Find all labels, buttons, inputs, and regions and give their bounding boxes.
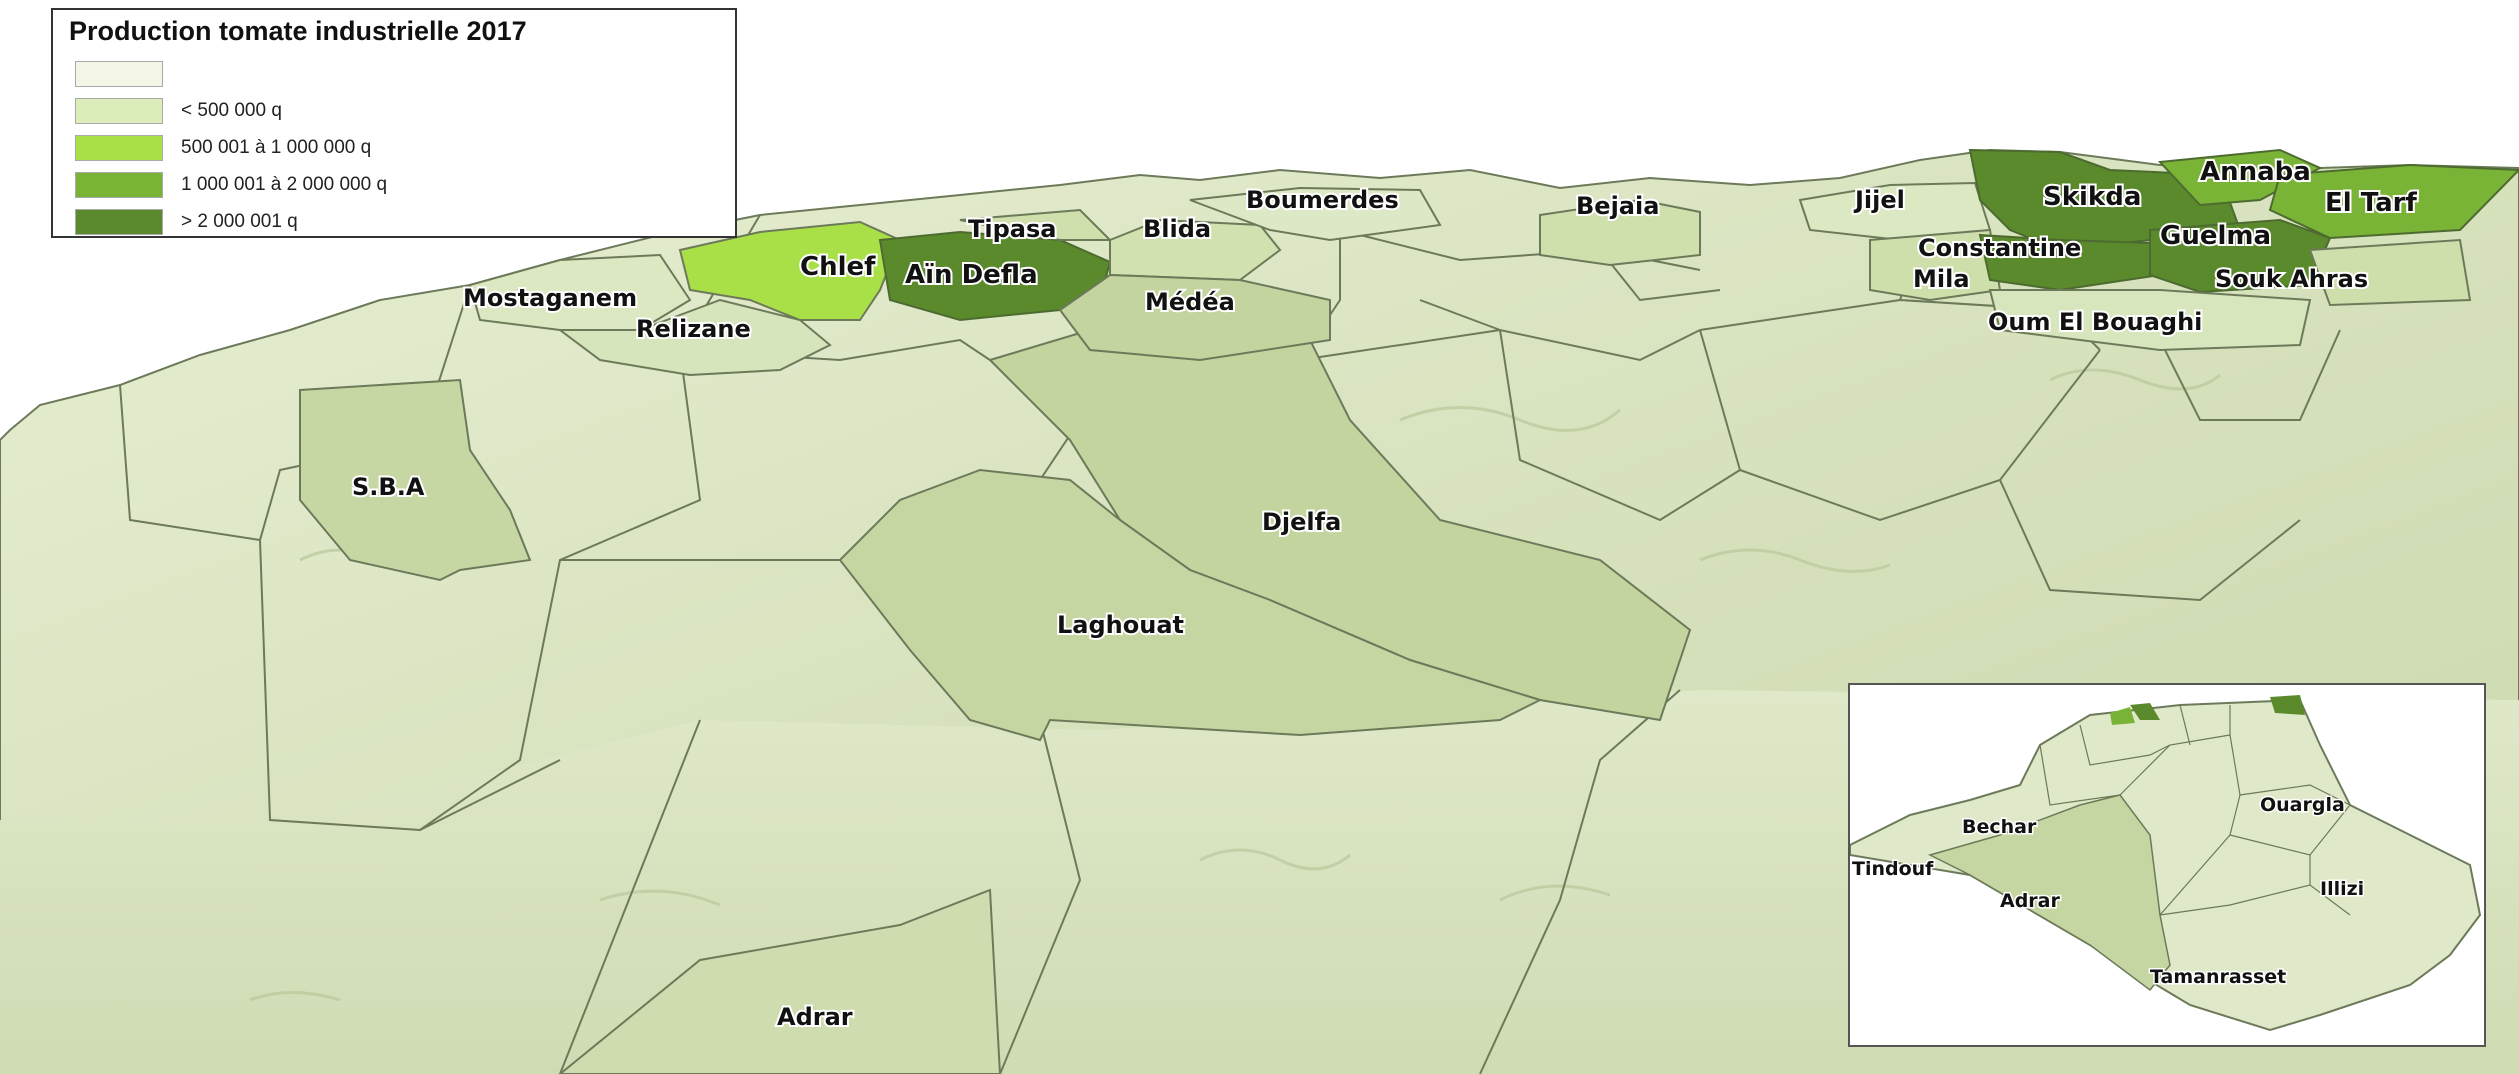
label-oum-el-bouaghi: Oum El Bouaghi [1988,308,2202,336]
region-mostaganem [468,253,692,331]
region-souk-ahras [2308,238,2472,307]
region-laghouat [838,468,1543,742]
region-el-tarf [2268,163,2519,240]
region-bejaia [1539,198,1701,267]
inset-north-dark [2130,703,2160,720]
legend-row [63,55,725,92]
region-adrar-south [558,888,1002,1074]
legend-row: < 500 000 q [63,92,725,129]
legend-swatch [75,208,163,235]
label-bejaia: Bejaia [1576,192,1659,220]
legend-row: > 2 000 001 q [63,203,725,240]
legend-row: 500 001 à 1 000 000 q [63,129,725,166]
inset-label-ouargla: Ouargla [2260,794,2345,816]
label-relizane: Relizane [636,315,751,343]
region-relizane [557,298,832,377]
label-tipasa: Tipasa [968,215,1056,243]
legend-swatch [75,97,163,124]
legend-label: 1 000 001 à 2 000 000 q [181,173,388,195]
label-adrar: Adrar [777,1003,853,1031]
legend-label: > 2 000 001 q [181,210,298,232]
label-guelma: Guelma [2160,221,2271,251]
legend-swatch [75,60,163,87]
inset-label-tindouf: Tindouf [1852,858,1934,880]
label-mila: Mila [1913,265,1970,293]
inset-label-bechar: Bechar [1962,816,2037,838]
label-sba: S.B.A [352,473,425,501]
label-jijel: Jijel [1853,186,1905,214]
label-mostaganem: Mostaganem [463,284,637,312]
inset-label-adrar: Adrar [2000,890,2060,912]
legend-title: Production tomate industrielle 2017 [69,16,527,46]
legend-row: 1 000 001 à 2 000 000 q [63,166,725,203]
legend-swatch [75,171,163,198]
map-legend: Production tomate industrielle 2017 < 50… [51,8,737,238]
label-skikda: Skikda [2043,182,2141,212]
inset-label-tamanrasset: Tamanrasset [2150,966,2286,988]
label-souk-ahras: Souk Ahras [2215,265,2368,293]
legend-swatch [75,134,163,161]
label-boumerdes: Boumerdes [1246,186,1399,214]
label-blida: Blida [1143,215,1211,243]
region-oum-el-bouaghi [1988,289,2312,352]
label-djelfa: Djelfa [1262,508,1341,536]
legend-label: < 500 000 q [181,99,282,121]
label-medea: Médéa [1145,288,1235,316]
region-sba [299,378,532,582]
region-medea [1058,273,1331,362]
region-labels: Chlef Aïn Defla Tipasa Blida Boumerdes B… [350,155,2419,1033]
label-ain-defla: Aïn Defla [905,260,1038,290]
label-chlef: Chlef [800,252,876,282]
inset-borders [2039,704,2351,916]
label-laghouat: Laghouat [1057,611,1184,639]
inset-north-dark-east [2270,695,2305,715]
label-el-tarf: El Tarf [2325,188,2417,218]
region-mila [1869,228,2002,302]
region-boumerdes [1189,186,1442,242]
inset-map: Bechar Ouargla Tindouf Adrar Illizi Tama… [1848,683,2486,1047]
region-guelma [2149,218,2332,294]
region-chlef [678,220,902,321]
label-constantine: Constantine [1918,234,2081,262]
inset-map-svg: Bechar Ouargla Tindouf Adrar Illizi Tama… [1850,695,2482,1032]
label-annaba: Annaba [2200,157,2311,187]
inset-north-mid [2110,707,2135,725]
inset-label-illizi: Illizi [2320,878,2364,900]
legend-label: 500 001 à 1 000 000 q [181,136,372,158]
